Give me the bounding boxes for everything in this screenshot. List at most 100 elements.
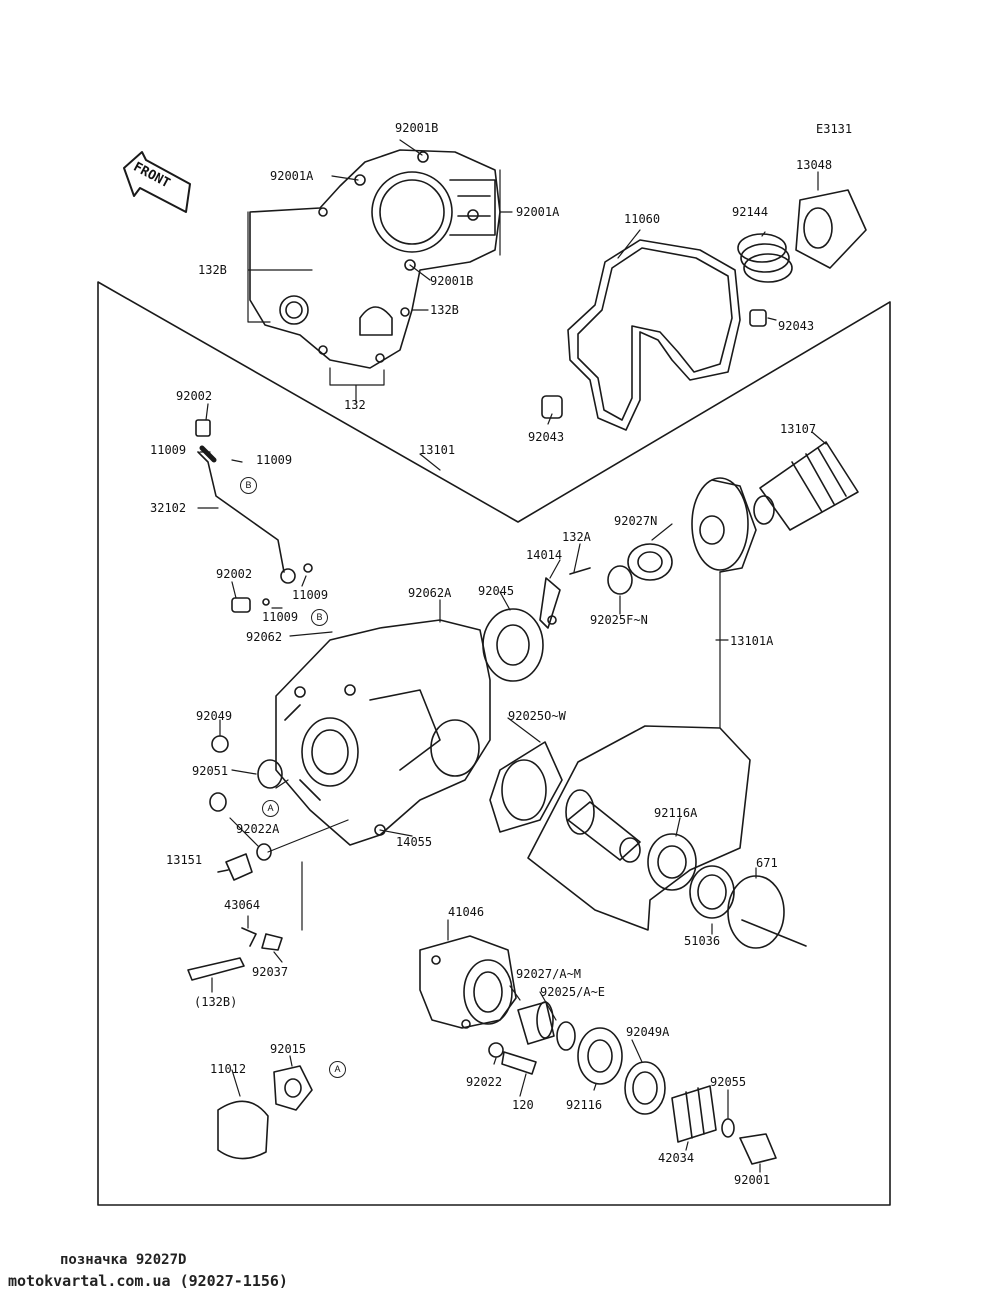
pin-92043-right: [749, 309, 767, 327]
leader-lines: [197, 139, 827, 1173]
part-label: 11009: [292, 588, 329, 602]
part-label: 92116A: [654, 806, 698, 820]
part-label: 132B: [198, 263, 227, 277]
race-92049a: [624, 1061, 666, 1115]
part-label: 41046: [448, 905, 485, 919]
part-label: 92043: [778, 319, 815, 333]
part-label: 92025/A~E: [540, 985, 606, 999]
part-label: 92001B: [395, 121, 439, 135]
marker-a: A: [329, 1061, 346, 1078]
part-label: 92015: [270, 1042, 307, 1056]
part-label: 92025O~W: [508, 709, 566, 723]
part-label: 13048: [796, 158, 833, 172]
part-label: 11009: [262, 610, 299, 624]
bolt-132a: [569, 567, 591, 575]
part-label: 92116: [566, 1098, 603, 1112]
shaft-13107: [753, 441, 859, 531]
bearing-92027n: [627, 543, 673, 581]
footer-note: позначка 92027D: [60, 1252, 187, 1268]
bolt-92002-top: [195, 419, 211, 437]
part-label: 132: [344, 398, 366, 412]
gasket-11060: [567, 239, 741, 431]
part-label: 92045: [478, 584, 515, 598]
shim-51036: [689, 865, 735, 919]
part-label: 132A: [562, 530, 591, 544]
part-label: 42034: [658, 1151, 695, 1165]
part-label: 92055: [710, 1075, 747, 1089]
pinion-shaft: [565, 789, 641, 863]
seal-92051: [257, 759, 283, 789]
washer-92022: [488, 1042, 504, 1058]
part-label: 92022A: [236, 822, 280, 836]
part-label: 92001A: [270, 169, 314, 183]
pipe-32102: [197, 451, 285, 573]
part-label: 120: [512, 1098, 534, 1112]
part-label: 92037: [252, 965, 289, 979]
part-label: 14014: [526, 548, 563, 562]
part-label: 92049A: [626, 1025, 670, 1039]
marker-b: B: [240, 477, 257, 494]
marker-b: B: [311, 609, 328, 626]
bearing-92116: [577, 1027, 623, 1085]
part-label: 51036: [684, 934, 721, 948]
part-label: 92025F~N: [590, 613, 648, 627]
pin-92043-left: [541, 395, 563, 419]
bearing-92116a: [647, 833, 697, 891]
bolt-132b-bottom: [187, 957, 245, 981]
switch-13151: [225, 853, 253, 881]
part-label: 92043: [528, 430, 565, 444]
shim-92025fn: [607, 565, 633, 595]
part-label: 11009: [150, 443, 187, 457]
bracket-14014: [539, 577, 561, 629]
part-label: 11012: [210, 1062, 247, 1076]
bearing-42034: [671, 1085, 717, 1143]
gear-13101a: [691, 477, 757, 573]
part-label: 92027/A~M: [516, 967, 582, 981]
washer-92022a: [256, 843, 272, 861]
part-label: 92062: [246, 630, 283, 644]
washer-92049: [211, 735, 229, 753]
part-label: 92001: [734, 1173, 771, 1187]
part-label: 92001A: [516, 205, 560, 219]
part-label: 92062A: [408, 586, 452, 600]
group-outline: [527, 725, 751, 931]
part-label: 13107: [780, 422, 817, 436]
part-label: 13151: [166, 853, 203, 867]
collar-92027am: [517, 1001, 555, 1045]
diagram-code: E3131: [816, 122, 853, 136]
nut-92015: [273, 1065, 313, 1111]
part-label: 11060: [624, 212, 661, 226]
shim-92025ae: [556, 1021, 576, 1051]
cap-11012: [217, 1100, 269, 1160]
part-label: 13101A: [730, 634, 774, 648]
spring-92144: [737, 233, 793, 283]
part-label: 92051: [192, 764, 229, 778]
housing-14055: [275, 619, 491, 846]
part-label: 11009: [256, 453, 293, 467]
oring-671: [727, 875, 785, 949]
frame-outline: [97, 281, 891, 1206]
part-label: 14055: [396, 835, 433, 849]
bearing-92045: [482, 608, 544, 682]
bolt-120: [501, 1051, 537, 1075]
oring-92055: [721, 1118, 735, 1138]
part-label: 92027N: [614, 514, 658, 528]
part-label: 92002: [216, 567, 253, 581]
front-arrow: [123, 151, 191, 213]
part-label: 92144: [732, 205, 769, 219]
nut-92037: [261, 933, 283, 951]
footer-source: motokvartal.com.ua (92027-1156): [8, 1272, 288, 1290]
bolt-92001: [739, 1133, 777, 1165]
clamp-43064: [241, 927, 257, 947]
marker-a: A: [262, 800, 279, 817]
gear-13048: [795, 189, 867, 269]
part-label: 92022: [466, 1075, 503, 1089]
part-label: 43064: [224, 898, 261, 912]
part-label: 13101: [419, 443, 456, 457]
gasket-92025ow: [489, 741, 563, 833]
part-label: (132B): [194, 995, 238, 1009]
part-label: 671: [756, 856, 778, 870]
part-label: 92001B: [430, 274, 474, 288]
part-label: 92002: [176, 389, 213, 403]
